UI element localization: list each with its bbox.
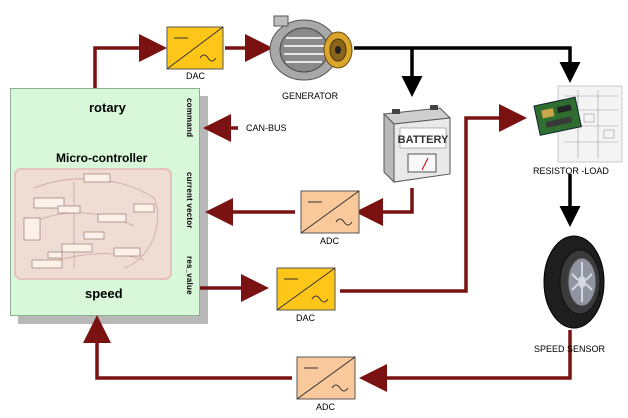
port-current-vector-label: current vector bbox=[185, 172, 194, 229]
can-bus-label: CAN-BUS bbox=[246, 123, 287, 133]
battery-text: BATTERY bbox=[398, 134, 449, 146]
battery-image: BATTERY bbox=[380, 104, 454, 186]
rotary-label: rotary bbox=[89, 100, 126, 115]
dac-bottom-converter bbox=[276, 267, 336, 311]
power-generator-to-load bbox=[354, 48, 570, 76]
adc-middle-converter bbox=[300, 190, 360, 234]
wire-mc-to-dac-top bbox=[95, 48, 160, 88]
flowchart-sketch bbox=[14, 168, 172, 280]
adc-bottom-label: ADC bbox=[316, 402, 335, 412]
flowchart-image bbox=[14, 168, 172, 280]
port-command-label: command bbox=[185, 98, 194, 137]
adc-middle-label: ADC bbox=[320, 236, 339, 246]
resistor-load-image bbox=[528, 84, 624, 164]
speed-sensor-label: SPEED SENSOR bbox=[534, 344, 605, 354]
speed-label: speed bbox=[85, 286, 123, 301]
wire-sensor-to-adc bbox=[366, 330, 570, 378]
dac-top-converter bbox=[166, 26, 224, 70]
wire-adc-to-mc-speed bbox=[97, 322, 292, 378]
generator-label: GENERATOR bbox=[282, 91, 338, 101]
wire-battery-to-adc bbox=[362, 188, 412, 212]
generator-image bbox=[264, 10, 356, 86]
port-res-value-label: res_value bbox=[185, 256, 194, 295]
dac-bottom-label: DAC bbox=[296, 313, 315, 323]
speed-sensor-image bbox=[538, 232, 610, 332]
dac-top-label: DAC bbox=[186, 71, 205, 81]
microcontroller-title: Micro-controller bbox=[56, 151, 147, 165]
resistor-load-label: RESISTOR -LOAD bbox=[533, 166, 609, 176]
adc-bottom-converter bbox=[296, 356, 356, 400]
